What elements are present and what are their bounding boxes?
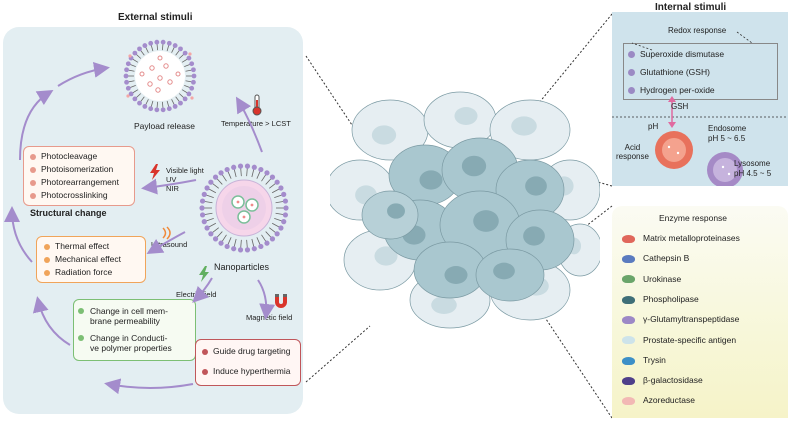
ultrasound-item-2: Mechanical effect: [44, 254, 121, 264]
enzyme-blob-icon: [622, 376, 635, 385]
arrow-magnetic-in: [257, 279, 276, 320]
enzyme-response-title: Enzyme response: [659, 213, 728, 223]
nir-label: NIR: [166, 184, 179, 193]
enzyme-label: Trysin: [643, 354, 666, 365]
ultrasound-item-1: Thermal effect: [44, 241, 109, 251]
bullet-icon: [78, 308, 84, 314]
enzyme-label: β-galactosidase: [643, 375, 703, 386]
arrow-ultrasound-in: [146, 231, 186, 255]
ultrasound-box: [36, 236, 146, 283]
enzyme-item: Prostate-specific antigen: [622, 335, 736, 345]
bullet-icon: [628, 69, 635, 77]
enzyme-label: Matrix metalloproteinases: [643, 233, 740, 243]
gsh-label: GSH: [671, 102, 689, 111]
enzyme-item: Urokinase: [622, 274, 681, 284]
enzyme-label: Prostate-specific antigen: [643, 334, 737, 345]
enzyme-label: Urokinase: [643, 273, 682, 284]
enzyme-blob-icon: [622, 336, 635, 345]
internal-graphics: [612, 31, 788, 186]
arrow-to-payload: [57, 61, 110, 87]
enzyme-label: Phospholipase: [643, 293, 699, 304]
photo-item-3: Photorearrangement: [30, 177, 119, 187]
redox-box: [623, 43, 778, 100]
temperature-label: Temperature > LCST: [221, 119, 291, 128]
enzyme-blob-icon: [622, 255, 635, 264]
enzyme-item: β-galactosidase: [622, 375, 703, 385]
enzyme-blob-icon: [622, 315, 635, 324]
magnetic-item-1: Guide drug targeting: [202, 346, 291, 356]
bullet-icon: [30, 192, 36, 199]
ph-label: pH: [648, 122, 659, 131]
enzyme-blob-icon: [622, 234, 635, 243]
electric-bolt-icon: [199, 266, 209, 282]
bullet-icon: [628, 51, 635, 59]
bullet-icon: [628, 87, 635, 95]
enzyme-blob-icon: [622, 397, 635, 406]
photo-item-2: Photoisomerization: [30, 164, 113, 174]
endosome-label: Endosome pH 5 ~ 6.5: [708, 124, 747, 143]
bullet-icon: [30, 153, 36, 160]
photo-response-box: [23, 146, 135, 206]
internal-stimuli-title: Internal stimuli: [655, 2, 727, 13]
bullet-icon: [44, 269, 50, 276]
enzyme-item: Phospholipase: [622, 294, 699, 304]
payload-release-label: Payload release: [134, 121, 195, 131]
lysosome-label: Lysosome pH 4.5 ~ 5: [734, 159, 772, 178]
arrow-magnetic: [104, 378, 194, 395]
arrow-light: [141, 178, 197, 195]
bullet-icon: [30, 166, 36, 173]
bullet-icon: [30, 179, 36, 186]
payload-release-vesicle-icon: [123, 39, 197, 113]
bullet-icon: [202, 348, 208, 355]
arrow-ultrasound: [4, 206, 33, 263]
light-labels: Visible light UV NIR: [166, 166, 204, 193]
magnetic-item-2: Induce hyperthermia: [202, 366, 291, 376]
thermometer-icon: [252, 94, 262, 116]
enzyme-item: Cathepsin B: [622, 253, 689, 263]
tumor-tissue-illustration: [330, 91, 600, 329]
photo-item-4: Photocrosslinking: [30, 190, 108, 200]
bullet-icon: [44, 243, 50, 250]
arrow-temperature: [235, 96, 263, 153]
enzyme-item: Azoreductase: [622, 395, 695, 405]
bullet-icon: [44, 256, 50, 263]
electric-field-box: [73, 299, 196, 361]
structural-change-label: Structural change: [30, 208, 107, 218]
enzyme-item: Trysin: [622, 355, 666, 365]
arrow-electric-in: [192, 277, 213, 303]
magnetic-field-box: [195, 339, 301, 386]
ultrasound-wave-icon: [162, 226, 171, 240]
enzyme-response-panel: [612, 206, 788, 418]
electric-item-1: Change in cell mem- brane permeability: [78, 306, 168, 326]
enzyme-label: Cathepsin B: [643, 253, 690, 264]
enzyme-blob-icon: [622, 356, 635, 365]
external-stimuli-title: External stimuli: [118, 12, 193, 23]
nanoparticles-label: Nanoparticles: [214, 262, 270, 272]
arrow-electric: [32, 296, 71, 346]
uv-label: UV: [166, 175, 177, 184]
arrow-photo: [19, 89, 54, 161]
enzyme-item: Matrix metalloproteinases: [622, 233, 740, 243]
electric-item-2: Change in Conducti- ve polymer propertie…: [78, 333, 172, 353]
redox-item-1: Superoxide dismutase: [628, 49, 724, 59]
redox-item-3: Hydrogen per-oxide: [628, 85, 715, 95]
bullet-icon: [202, 368, 208, 375]
acid-response-label: Acid response: [616, 143, 649, 161]
ultrasound-item-3: Radiation force: [44, 267, 112, 277]
photo-item-1: Photocleavage: [30, 151, 97, 161]
magnet-icon: [275, 294, 287, 308]
enzyme-blob-icon: [622, 295, 635, 304]
enzyme-label: Azoreductase: [643, 395, 695, 406]
enzyme-label: γ-Glutamyltranspeptidase: [643, 314, 740, 325]
enzyme-item: γ-Glutamyltranspeptidase: [622, 314, 739, 324]
redox-item-2: Glutathione (GSH): [628, 67, 710, 77]
ultrasound-label: Ultrasound: [151, 240, 188, 249]
lightning-icon: [150, 164, 160, 180]
enzyme-blob-icon: [622, 275, 635, 284]
nanoparticle-icon: [199, 163, 289, 253]
redox-response-title: Redox response: [668, 26, 727, 35]
visible-light-label: Visible light: [166, 166, 204, 175]
bullet-icon: [78, 335, 84, 341]
